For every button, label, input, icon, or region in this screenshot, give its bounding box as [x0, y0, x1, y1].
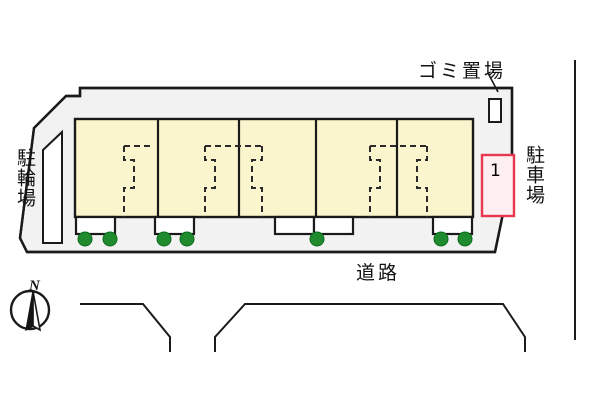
- road-curb-left: [80, 303, 171, 352]
- entrance-stoop-1: [74, 215, 117, 236]
- unit-2-fixture: [204, 145, 262, 217]
- site-boundary-outline: [18, 86, 514, 254]
- parking-stall-number: 1: [490, 161, 501, 181]
- compass-rose-icon: [9, 289, 51, 332]
- road-label: 道路: [356, 262, 401, 284]
- shrub-icon: [309, 231, 325, 247]
- unit-1-fixture: [123, 145, 153, 217]
- shrub-icon: [457, 231, 473, 247]
- shrub-icon: [179, 231, 195, 247]
- building-block: [73, 117, 475, 219]
- entrance-stoop-2: [153, 215, 196, 236]
- shrub-icon: [102, 231, 118, 247]
- bicycle-parking-area: [42, 129, 63, 244]
- shrub-icon: [156, 231, 172, 247]
- entrance-stoop-4: [312, 215, 355, 236]
- unit-5-fixture: [416, 146, 428, 217]
- parking-stall-1: [480, 153, 516, 218]
- car-parking-label: 駐車場: [522, 145, 545, 205]
- bicycle-parking-label: 駐輪場: [13, 148, 36, 208]
- shrub-icon: [433, 231, 449, 247]
- garbage-bin-icon: [488, 98, 502, 123]
- road-curb-center: [214, 303, 526, 352]
- entrance-stoop-3: [273, 215, 316, 236]
- north-indicator-label: N: [29, 278, 40, 294]
- garbage-area-label: ゴミ置場: [418, 60, 507, 82]
- unit-2b-fixture: [251, 146, 263, 217]
- garbage-leader-line: [487, 72, 499, 93]
- shrub-icon: [77, 231, 93, 247]
- unit-4-fixture: [369, 145, 427, 217]
- entrance-stoop-5: [431, 215, 474, 236]
- shrub-group: [77, 231, 473, 247]
